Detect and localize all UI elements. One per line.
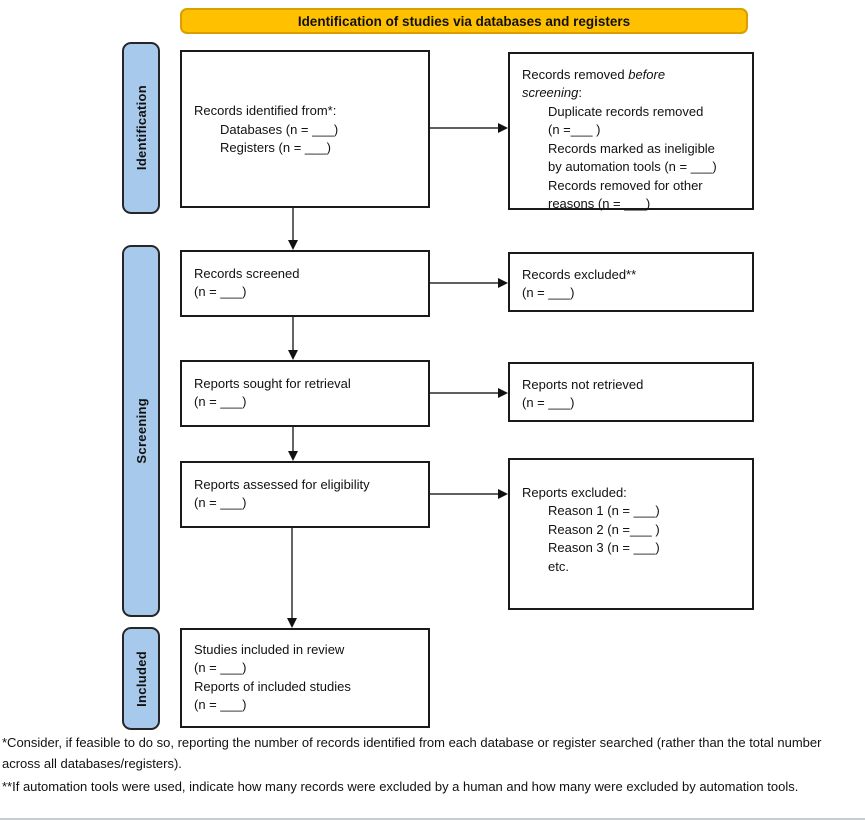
- reports-excluded-item: Reason 2 (n =___ ): [548, 521, 660, 537]
- stage-bar-included: Included: [122, 627, 160, 730]
- records-removed-line: reasons (n = ___): [548, 196, 651, 212]
- reports-sought-line: Reports sought for retrieval: [194, 376, 351, 391]
- stage-bar-screening: Screening: [122, 245, 160, 617]
- records-removed-line: (n =___ ): [548, 122, 601, 138]
- footnote-automation: **If automation tools were used, indicat…: [2, 779, 799, 794]
- records-removed-title-italic: before screening: [522, 67, 666, 101]
- reports-assessed-line: Reports assessed for eligibility: [194, 477, 370, 492]
- box-records-removed: Records removed before screening: Duplic…: [508, 52, 754, 212]
- box-records-identified: Records identified from*: Databases (n =…: [180, 50, 430, 208]
- reports-not-retrieved-line: (n = ___): [522, 395, 575, 411]
- studies-included-line: Reports of included studies: [194, 678, 351, 694]
- reports-excluded-item: Reason 3 (n = ___): [548, 540, 660, 556]
- box-reports-sought: Reports sought for retrieval (n = ___): [180, 360, 430, 427]
- studies-included-line: Studies included in review: [194, 642, 345, 657]
- records-removed-line: by automation tools (n = ___): [548, 159, 717, 175]
- records-excluded-line: Records excluded**: [522, 267, 637, 282]
- records-identified-item: Databases (n = ___): [220, 121, 339, 137]
- records-identified-title: Records identified from*:: [194, 103, 337, 119]
- box-reports-not-retrieved: Reports not retrieved (n = ___): [508, 362, 754, 422]
- records-removed-title: Records removed before screening:: [522, 67, 666, 101]
- studies-included-line: (n = ___): [194, 660, 247, 676]
- reports-excluded-item: Reason 1 (n = ___): [548, 503, 660, 519]
- reports-excluded-title: Reports excluded:: [522, 485, 627, 500]
- reports-sought-line: (n = ___): [194, 394, 247, 410]
- reports-not-retrieved-line: Reports not retrieved: [522, 377, 644, 392]
- records-screened-line: (n = ___): [194, 284, 247, 300]
- bottom-edge-divider: [0, 818, 865, 820]
- box-reports-excluded: Reports excluded: Reason 1 (n = ___) Rea…: [508, 458, 754, 610]
- records-removed-line: Records marked as ineligible: [548, 140, 715, 156]
- records-removed-line: Records removed for other: [548, 177, 703, 193]
- records-screened-line: Records screened: [194, 266, 300, 281]
- stage-bar-identification: Identification: [122, 42, 160, 214]
- records-identified-item: Registers (n = ___): [220, 140, 331, 156]
- box-reports-assessed: Reports assessed for eligibility (n = __…: [180, 461, 430, 528]
- box-records-excluded: Records excluded** (n = ___): [508, 252, 754, 312]
- footnote-databases: *Consider, if feasible to do so, reporti…: [2, 735, 822, 771]
- records-excluded-line: (n = ___): [522, 285, 575, 301]
- reports-excluded-item: etc.: [548, 558, 569, 574]
- stage-label-identification: Identification: [133, 85, 149, 171]
- reports-assessed-line: (n = ___): [194, 495, 247, 511]
- studies-included-line: (n = ___): [194, 697, 247, 713]
- banner-title: Identification of studies via databases …: [180, 8, 748, 34]
- stage-label-included: Included: [133, 650, 149, 707]
- box-records-screened: Records screened (n = ___): [180, 250, 430, 317]
- box-studies-included: Studies included in review (n = ___) Rep…: [180, 628, 430, 728]
- stage-label-screening: Screening: [133, 398, 149, 464]
- records-removed-line: Duplicate records removed: [548, 103, 704, 119]
